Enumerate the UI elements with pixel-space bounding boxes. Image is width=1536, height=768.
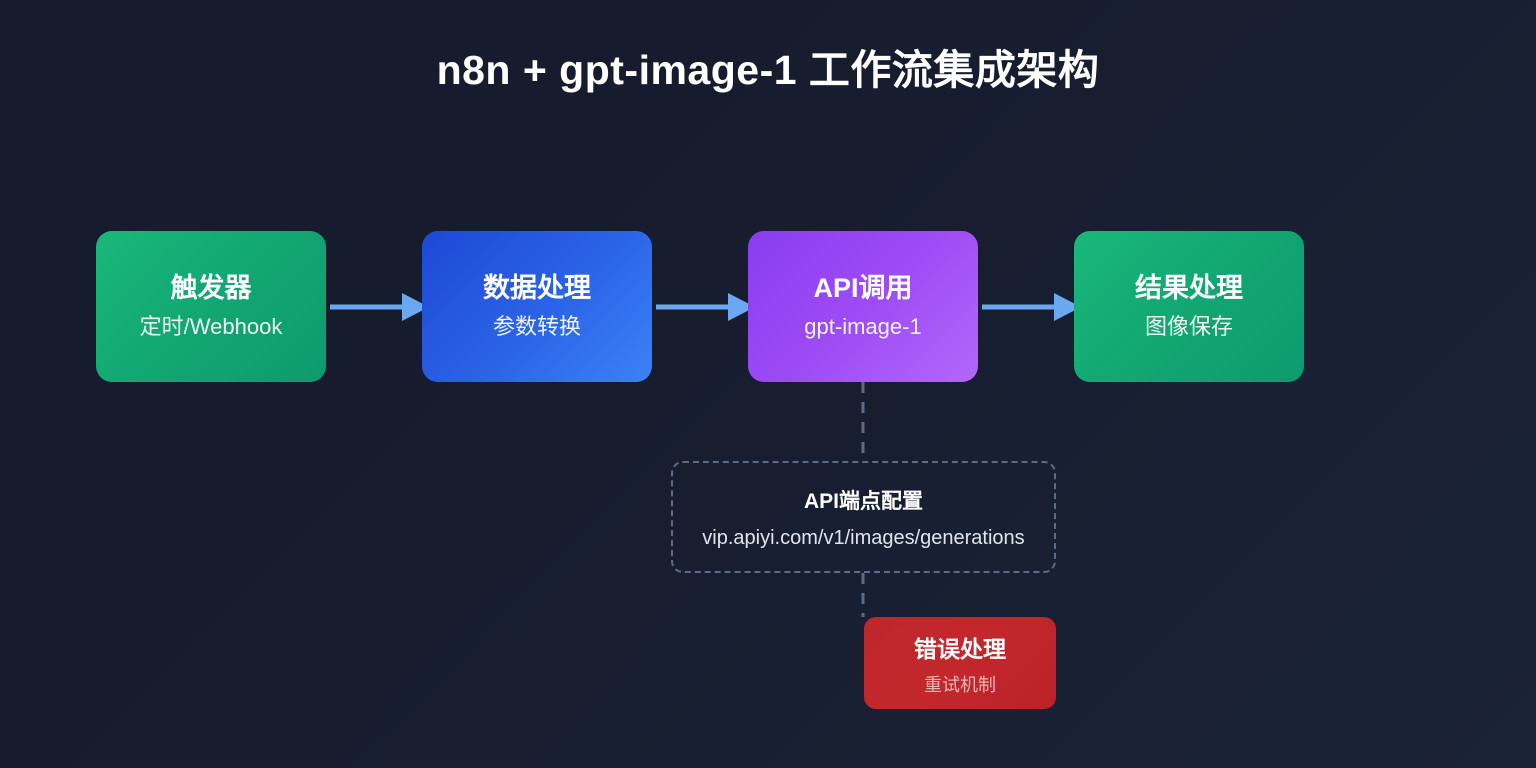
error-node-title: 错误处理: [914, 635, 1006, 662]
flow-node-api-call[interactable]: API调用 gpt-image-1: [748, 231, 978, 382]
api-endpoint-config-box[interactable]: API端点配置 vip.apiyi.com/v1/images/generati…: [671, 461, 1056, 573]
flow-node-error-handling[interactable]: 错误处理 重试机制: [864, 617, 1056, 709]
flow-node-subtitle: 图像保存: [1144, 314, 1233, 340]
flow-node-subtitle: gpt-image-1: [804, 314, 922, 340]
page-title: n8n + gpt-image-1 工作流集成架构: [436, 47, 1100, 93]
flow-node-subtitle: 参数转换: [492, 314, 581, 340]
flow-node-result-processing[interactable]: 结果处理 图像保存: [1074, 231, 1304, 382]
flow-node-trigger[interactable]: 触发器 定时/Webhook: [96, 231, 326, 382]
flow-node-title: 数据处理: [483, 272, 591, 303]
flow-node-title: 触发器: [170, 272, 252, 303]
flow-node-title: 结果处理: [1135, 272, 1243, 303]
flow-node-title: API调用: [813, 272, 913, 303]
config-box-url: vip.apiyi.com/v1/images/generations: [702, 526, 1025, 549]
flow-node-subtitle: 定时/Webhook: [139, 314, 283, 340]
error-node-subtitle: 重试机制: [924, 674, 996, 695]
config-box-title: API端点配置: [803, 489, 923, 513]
flow-node-data-processing[interactable]: 数据处理 参数转换: [422, 231, 652, 382]
